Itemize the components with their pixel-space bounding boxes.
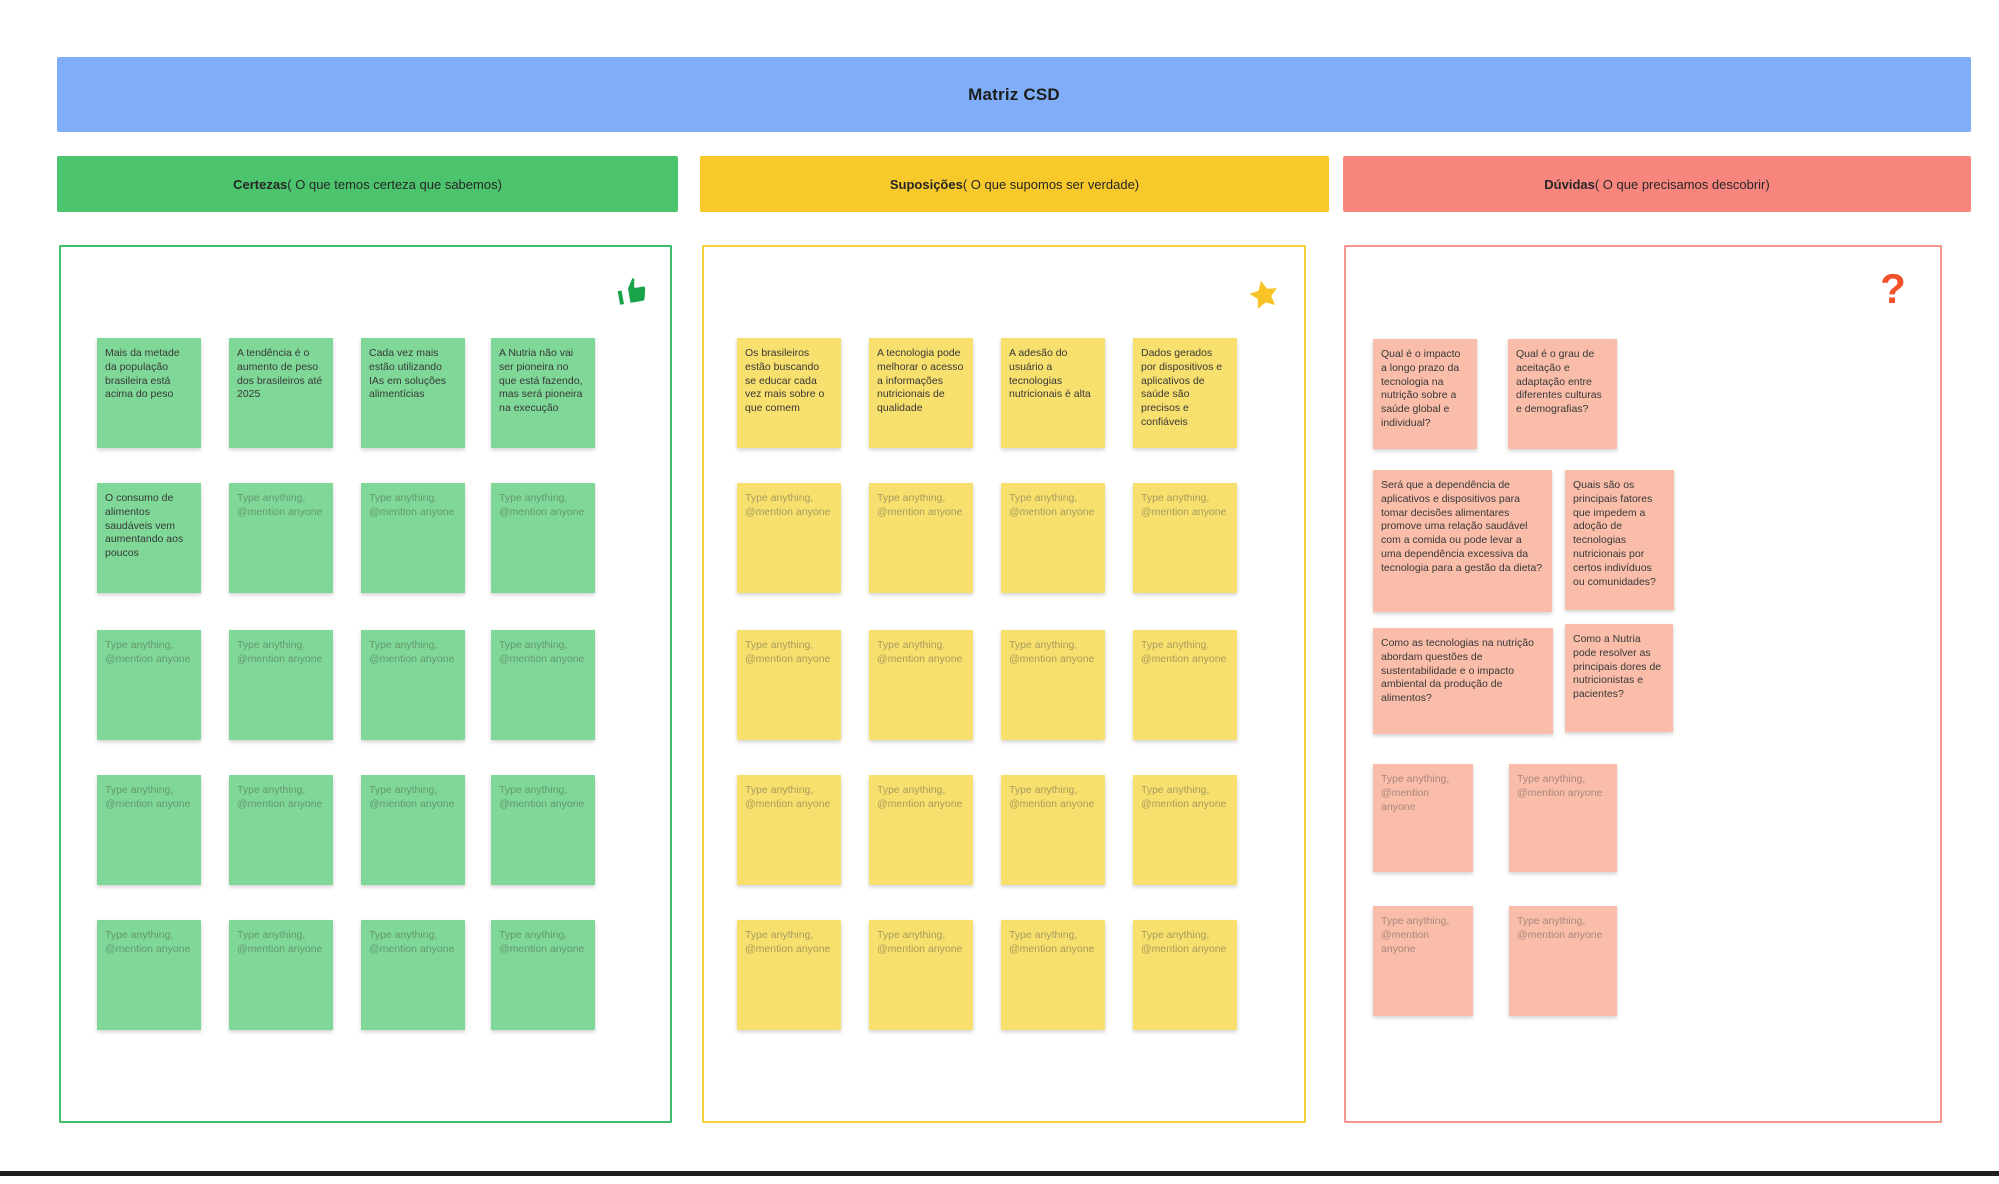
column-header-certezas-label: Certezas [233,176,288,192]
sticky-note[interactable]: A tendência é o aumento de peso dos bras… [229,338,333,448]
sticky-note[interactable]: Type anything, @mention anyone [737,483,841,593]
sticky-note[interactable]: Type anything, @mention anyone [1001,630,1105,740]
sticky-note[interactable]: Type anything, @mention anyone [869,775,973,885]
sticky-note[interactable]: Como as tecnologias na nutrição abordam … [1373,628,1553,734]
column-header-suposicoes-label: Suposições [889,176,963,192]
star-icon[interactable] [1238,269,1290,321]
suposicoes-panel[interactable]: Os brasileiros estão buscando se educar … [702,245,1306,1123]
sticky-note[interactable]: Como a Nutria pode resolver as principai… [1565,624,1673,732]
sticky-note[interactable]: Qual é o grau de aceitação e adaptação e… [1508,339,1617,449]
sticky-note[interactable]: Type anything, @mention anyone [229,775,333,885]
thumbs-up-icon[interactable] [611,268,655,312]
column-header-suposicoes-subtitle: ( O que supomos ser verdade) [962,176,1140,192]
sticky-note[interactable]: O consumo de alimentos saudáveis vem aum… [97,483,201,593]
duvidas-panel[interactable]: ? Qual é o impacto a longo prazo da tecn… [1344,245,1942,1123]
sticky-note[interactable]: Type anything, @mention anyone [361,630,465,740]
sticky-note[interactable]: Type anything, @mention anyone [1001,483,1105,593]
sticky-note[interactable]: Type anything, @mention anyone [491,630,595,740]
sticky-note[interactable]: Type anything, @mention anyone [361,920,465,1030]
sticky-note[interactable]: Type anything, @mention anyone [737,775,841,885]
bottom-edge-bar [0,1171,1999,1176]
sticky-note[interactable]: Type anything, @mention anyone [869,630,973,740]
sticky-note[interactable]: Type anything, @mention anyone [97,920,201,1030]
sticky-note[interactable]: A tecnologia pode melhorar o acesso a in… [869,338,973,448]
sticky-note[interactable]: Type anything, @mention anyone [361,483,465,593]
sticky-note[interactable]: Type anything, @mention anyone [491,775,595,885]
sticky-note[interactable]: Mais da metade da população brasileira e… [97,338,201,448]
sticky-note[interactable]: Type anything, @mention anyone [1001,920,1105,1030]
sticky-note[interactable]: Type anything, @mention anyone [1001,775,1105,885]
sticky-note[interactable]: Type anything, @mention anyone [1509,764,1617,872]
sticky-note[interactable]: Type anything, @mention anyone [97,775,201,885]
sticky-note[interactable]: Type anything, @mention anyone [97,630,201,740]
board-title: Matriz CSD [968,84,1060,104]
sticky-note[interactable]: Type anything, @mention anyone [869,483,973,593]
sticky-note[interactable]: Type anything, @mention anyone [737,630,841,740]
sticky-note[interactable]: Cada vez mais estão utilizando IAs em so… [361,338,465,448]
sticky-note[interactable]: Type anything, @mention anyone [1133,775,1237,885]
sticky-note[interactable]: Quais são os principais fatores que impe… [1565,470,1674,610]
question-mark-icon[interactable]: ? [1872,263,1914,315]
column-header-certezas[interactable]: Certezas( O que temos certeza que sabemo… [57,156,678,212]
sticky-note[interactable]: A adesão do usuário a tecnologias nutric… [1001,338,1105,448]
sticky-note[interactable]: Type anything, @mention anyone [1373,906,1473,1016]
column-header-duvidas-label: Dúvidas [1544,176,1595,192]
column-header-suposicoes[interactable]: Suposições( O que supomos ser verdade) [700,156,1329,212]
sticky-note[interactable]: Type anything, @mention anyone [1133,630,1237,740]
column-header-duvidas[interactable]: Dúvidas( O que precisamos descobrir) [1343,156,1971,212]
sticky-note[interactable]: Type anything, @mention anyone [1509,906,1617,1016]
sticky-note[interactable]: Type anything, @mention anyone [869,920,973,1030]
sticky-note[interactable]: Type anything, @mention anyone [229,630,333,740]
sticky-note[interactable]: Type anything, @mention anyone [1133,920,1237,1030]
sticky-note[interactable]: Type anything, @mention anyone [229,920,333,1030]
sticky-note[interactable]: Type anything, @mention anyone [491,483,595,593]
sticky-note[interactable]: Type anything, @mention anyone [1373,764,1473,872]
svg-text:?: ? [1880,265,1906,312]
column-header-duvidas-subtitle: ( O que precisamos descobrir) [1594,176,1770,192]
column-header-certezas-subtitle: ( O que temos certeza que sabemos) [287,176,502,192]
board-title-banner[interactable]: Matriz CSD [57,57,1971,132]
sticky-note[interactable]: Dados gerados por dispositivos e aplicat… [1133,338,1237,448]
sticky-note[interactable]: Será que a dependência de aplicativos e … [1373,470,1552,612]
sticky-note[interactable]: Type anything, @mention anyone [229,483,333,593]
sticky-note[interactable]: A Nutria não vai ser pioneira no que est… [491,338,595,448]
sticky-note[interactable]: Type anything, @mention anyone [1133,483,1237,593]
sticky-note[interactable]: Os brasileiros estão buscando se educar … [737,338,841,448]
certezas-panel[interactable]: Mais da metade da população brasileira e… [59,245,672,1123]
sticky-note[interactable]: Type anything, @mention anyone [737,920,841,1030]
sticky-note[interactable]: Type anything, @mention anyone [361,775,465,885]
sticky-note[interactable]: Qual é o impacto a longo prazo da tecnol… [1373,339,1477,449]
sticky-note[interactable]: Type anything, @mention anyone [491,920,595,1030]
